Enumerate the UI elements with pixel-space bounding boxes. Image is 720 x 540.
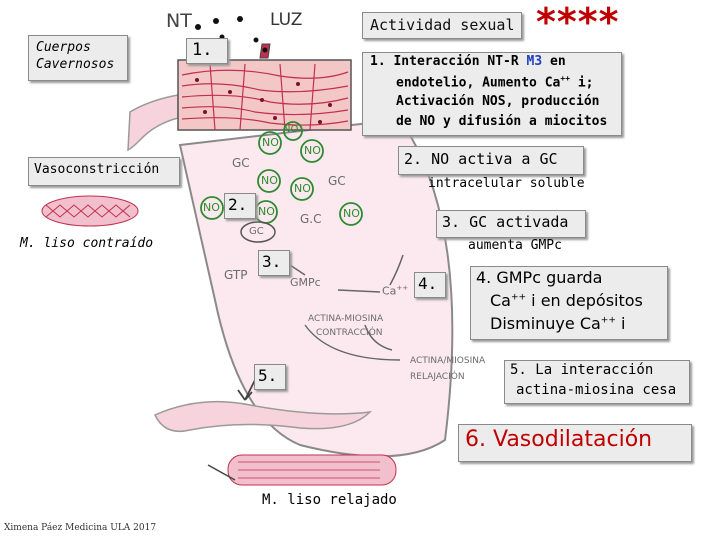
pathway-arrows: [289, 254, 404, 351]
actina-relajacion-1: ACTINA/MIOSINA: [410, 356, 486, 366]
step4-line3: Disminuye Ca++ i: [490, 314, 625, 333]
step4-box: [470, 266, 668, 340]
no-label-6: NO: [203, 201, 220, 214]
endothelial-nuclei: [195, 78, 332, 124]
step1-line4: de NO y difusión a miocitos: [396, 114, 608, 129]
step1-m3: M3: [526, 54, 543, 69]
step1-line2-text: endotelio, Aumento Ca: [396, 75, 561, 91]
step6-box: [458, 424, 692, 462]
step1-num-box: [186, 38, 228, 64]
step4-line2: Ca++ i en depósitos: [490, 291, 643, 310]
ca-label-sup: ++: [396, 284, 409, 292]
relaxed-muscle-fiber: [227, 454, 397, 486]
step5-box: [504, 360, 690, 404]
relaxation-arrow: [304, 324, 401, 361]
nt-label: NT: [166, 10, 192, 32]
no-label-2: NO: [283, 124, 299, 135]
gc-dot-label: G.C: [300, 212, 322, 226]
lower-vessel: [153, 400, 373, 433]
step2-sub: intracelular soluble: [428, 176, 585, 191]
to-relaxed-arrow: [207, 464, 236, 481]
step5-num: 5.: [258, 366, 278, 385]
contracted-muscle-fiber: [41, 195, 139, 227]
step1-line2-end: i;: [570, 75, 594, 91]
no-label-7: NO: [258, 205, 275, 218]
step4-line3-b: i: [615, 314, 626, 333]
actividad-label: Actividad sexual: [370, 16, 515, 34]
step4-line3-sup: ++: [600, 315, 616, 326]
step1-num: 1.: [192, 40, 213, 60]
m-liso-contraido-label: M. liso contraído: [20, 236, 154, 251]
vasoconstriccion-box: [28, 157, 180, 186]
credit-label: Ximena Páez Medicina ULA 2017: [4, 523, 157, 533]
actina-contraccion-2: CONTRACCIÓN: [316, 328, 383, 338]
step6-label: 6. Vasodilatación: [465, 427, 653, 452]
cuerpos-label-2: Cavernosos: [36, 57, 115, 72]
step1-line1-text: 1. Interacción NT-R: [370, 54, 527, 69]
actina-relajacion-2: RELAJACIÓN: [410, 372, 465, 382]
gc-label-2: GC: [328, 174, 346, 188]
gmpc-label: GMPc: [290, 276, 321, 289]
step4-num: 4.: [418, 274, 438, 293]
step1-line1-end: en: [542, 54, 566, 69]
no-label-4: NO: [261, 174, 278, 187]
step5-num-box: [254, 364, 286, 390]
step4-line1: 4. GMPc guarda: [476, 268, 603, 287]
step1-line2-sup: ++: [560, 74, 571, 83]
step3-box: [436, 210, 586, 238]
step1-box: [362, 52, 622, 136]
gtp-label: GTP: [224, 268, 248, 282]
cuerpos-label-1: Cuerpos: [36, 40, 91, 55]
step4-line3-a: Disminuye Ca: [490, 314, 601, 333]
step2-title: 2. NO activa a GC: [404, 150, 558, 168]
gc-oval: [240, 221, 276, 243]
actividad-box: [362, 12, 522, 39]
step1-line2: endotelio, Aumento Ca++ i;: [396, 74, 594, 90]
endothelial-cells: [181, 63, 349, 131]
no-molecule-circles: [200, 121, 363, 226]
actina-contraccion-1: ACTINA-MIOSINA: [308, 314, 384, 324]
no-label-8: NO: [343, 207, 360, 220]
step2-num: 2.: [228, 195, 248, 214]
cavernous-vessel: [127, 94, 179, 152]
m-liso-relajado-label: M. liso relajado: [262, 492, 397, 508]
vasoconstriccion-label: Vasoconstricción: [34, 162, 160, 177]
step1-line1: 1. Interacción NT-R M3 en: [370, 54, 566, 69]
step4-line2-a: Ca: [490, 291, 511, 310]
step3-num-box: [258, 250, 290, 276]
no-label-3: NO: [304, 144, 321, 157]
gc-oval-label: GC: [249, 226, 264, 237]
ca-label: Ca++: [382, 284, 408, 298]
step5-line1: 5. La interacción: [510, 362, 654, 378]
no-label-1: NO: [262, 136, 279, 149]
step4-line2-b: i en depósitos: [526, 291, 643, 310]
step4-line2-sup: ++: [510, 292, 527, 303]
step2-num-box: [224, 193, 256, 219]
ca-label-text: Ca: [382, 284, 397, 298]
cuerpos-box: [28, 35, 128, 81]
step3-title: 3. GC activada: [442, 213, 569, 231]
gc-label-1: GC: [232, 156, 250, 170]
stars-label: ****: [536, 0, 620, 44]
step3-sub: aumenta GMPc: [468, 238, 562, 253]
step5-line2: actina-miosina cesa: [516, 382, 677, 398]
luz-label: LUZ: [270, 10, 303, 30]
step2-box: [398, 146, 584, 175]
no-label-5: NO: [294, 182, 311, 195]
step4-num-box: [414, 272, 446, 298]
step3-num: 3.: [262, 252, 282, 271]
step1-line3: Activación NOS, producción: [396, 94, 600, 109]
